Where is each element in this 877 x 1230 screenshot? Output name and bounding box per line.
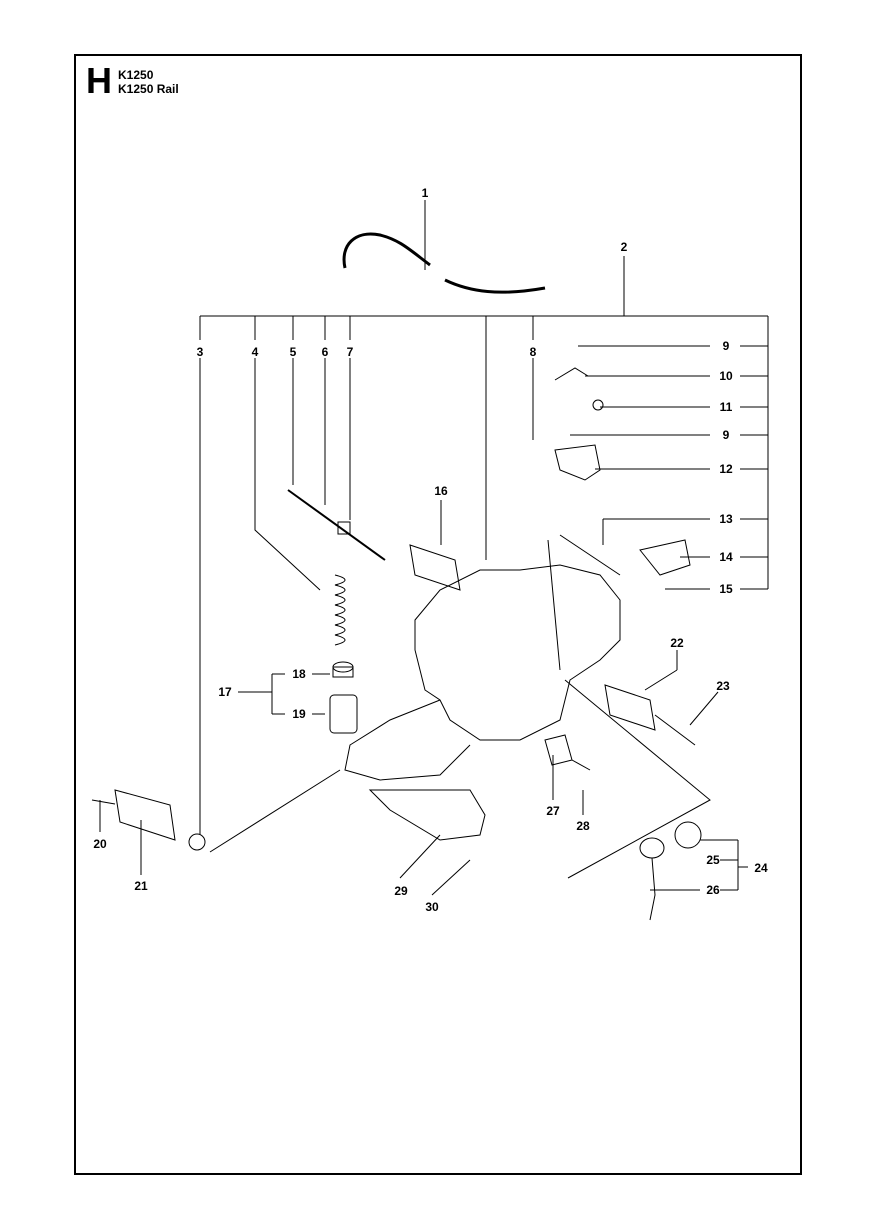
callout-23: 23: [716, 679, 730, 693]
callout-19: 19: [292, 707, 306, 721]
callout-28: 28: [576, 819, 590, 833]
page-frame: [74, 54, 802, 1175]
callout-2: 2: [620, 240, 628, 254]
section-letter: H: [86, 60, 112, 101]
callout-16: 16: [434, 484, 448, 498]
callout-27: 27: [546, 804, 560, 818]
callout-1: 1: [421, 186, 429, 200]
callout-3: 3: [196, 345, 204, 359]
model-name: K1250: [118, 68, 154, 82]
callout-11: 11: [719, 400, 733, 414]
callout-20: 20: [93, 837, 107, 851]
callout-22: 22: [670, 636, 684, 650]
callout-21: 21: [134, 879, 148, 893]
callout-17: 17: [218, 685, 232, 699]
callout-18: 18: [292, 667, 306, 681]
callout-15: 15: [719, 582, 733, 596]
callout-10: 10: [719, 369, 733, 383]
callout-29: 29: [394, 884, 408, 898]
callout-5: 5: [289, 345, 297, 359]
callout-30: 30: [425, 900, 439, 914]
callout-24: 24: [754, 861, 768, 875]
model-name: K1250 Rail: [118, 82, 179, 96]
callout-4: 4: [251, 345, 259, 359]
callout-26: 26: [706, 883, 720, 897]
callout-12: 12: [719, 462, 733, 476]
callout-14: 14: [719, 550, 733, 564]
callout-8: 8: [529, 345, 537, 359]
callout-13: 13: [719, 512, 733, 526]
callout-7: 7: [346, 345, 354, 359]
callout-6: 6: [321, 345, 329, 359]
callout-9: 9: [722, 339, 730, 353]
callout-25: 25: [706, 853, 720, 867]
callout-9b: 9: [722, 428, 730, 442]
